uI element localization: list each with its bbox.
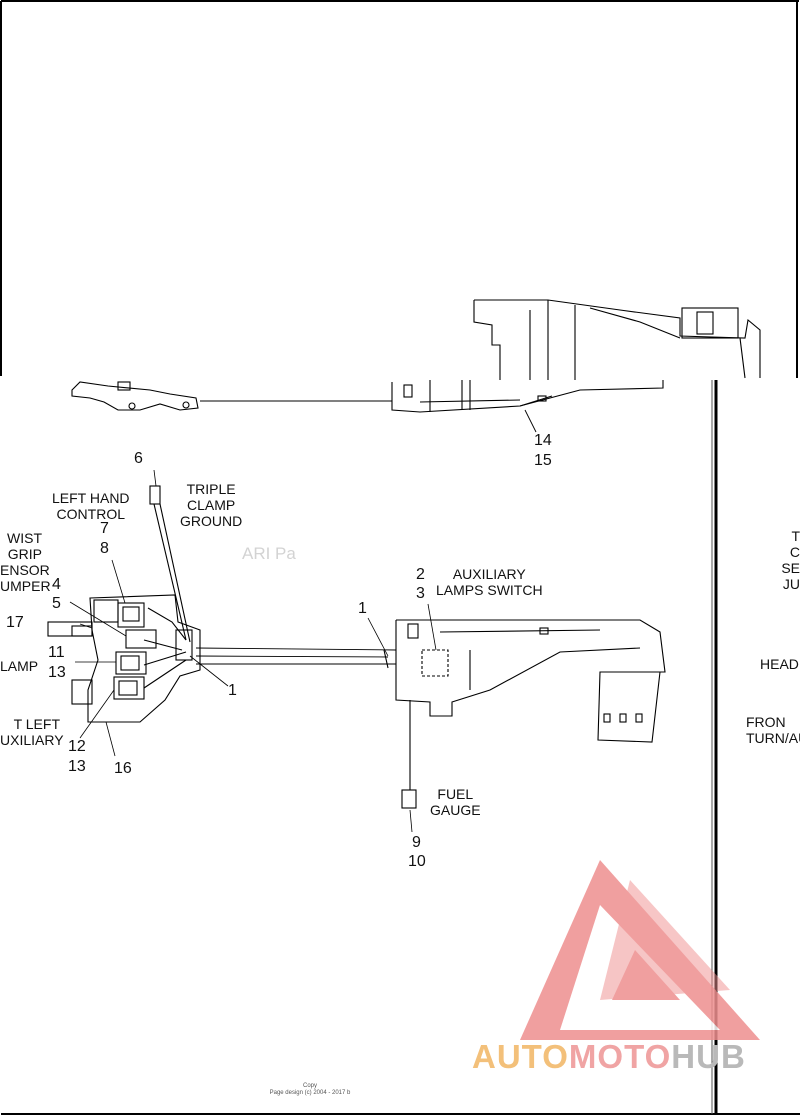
callout-8: 8 — [100, 540, 109, 557]
callout-13-upper: 13 — [48, 664, 66, 681]
callout-5: 5 — [52, 595, 61, 612]
callout-4: 4 — [52, 576, 61, 593]
callout-13-lower: 13 — [68, 758, 86, 775]
watermark-hub: HUB — [671, 1038, 746, 1075]
callout-12: 12 — [68, 738, 86, 755]
top-bracket-drawing — [391, 299, 761, 413]
left-hand-control-assembly — [47, 485, 201, 723]
main-wire — [195, 647, 397, 665]
label-twist-grip-sensor-jumper: WIST GRIP ENSOR UMPER — [0, 530, 51, 594]
watermark-moto: MOTO — [568, 1038, 672, 1075]
callout-2: 2 — [416, 566, 425, 583]
callout-10: 10 — [408, 853, 426, 870]
label-fuel-gauge: FUEL GAUGE — [430, 786, 481, 818]
callout-15: 15 — [534, 452, 552, 469]
label-lamp: LAMP — [0, 658, 39, 674]
callout-9: 9 — [412, 834, 421, 851]
callout-14: 14 — [534, 432, 552, 449]
label-auxiliary-lamps-switch: AUXILIARY LAMPS SWITCH — [436, 566, 543, 598]
callout-6: 6 — [134, 450, 143, 467]
copyright-line-2: Page design (c) 2004 - 2017 b — [269, 1090, 351, 1096]
callout-1-right: 1 — [358, 600, 367, 617]
label-left-hand-control: LEFT HAND CONTROL — [52, 490, 130, 522]
callout-3: 3 — [416, 585, 425, 602]
watermark-triangle — [520, 860, 760, 1040]
callout-11: 11 — [48, 644, 65, 661]
top-left-connector — [71, 381, 199, 411]
label-front-turn-partial: FRON TURN/AU — [746, 714, 800, 746]
callout-1-left: 1 — [228, 682, 237, 699]
copyright-line-1: Copy — [302, 1083, 317, 1089]
label-triple-clamp-ground: TRIPLE CLAMP GROUND — [180, 481, 243, 529]
label-front-left-auxiliary: T LEFT UXILIARY — [0, 716, 64, 748]
leader-lines — [69, 469, 437, 833]
label-headlamp-partial: HEAD — [760, 656, 799, 672]
callout-16: 16 — [114, 760, 132, 777]
callout-17: 17 — [6, 614, 24, 631]
watermark-logo: AUTOMOTOHUB — [472, 1038, 746, 1076]
watermark-auto: AUTO — [472, 1038, 569, 1075]
label-right-triple-clamp-partial: T C SE JU — [781, 528, 800, 592]
auxiliary-switch-bracket — [383, 619, 666, 809]
ghost-watermark-text: ARI Pa — [242, 544, 296, 563]
callout-7: 7 — [100, 520, 109, 537]
